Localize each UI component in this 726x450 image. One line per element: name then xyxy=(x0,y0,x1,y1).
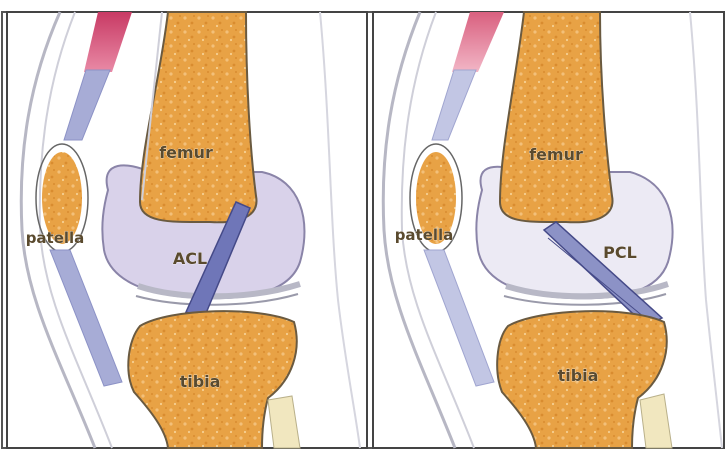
fibula-bone xyxy=(640,394,672,448)
label-patella: patella xyxy=(395,226,454,244)
skin-outline-back xyxy=(690,12,722,448)
label-femur: femur xyxy=(529,145,583,164)
patellar-tendon xyxy=(424,250,494,386)
label-ligament: ACL xyxy=(173,249,207,268)
quadriceps-tendon xyxy=(432,70,476,140)
panel-pcl: femur patella PCL tibia xyxy=(373,12,724,448)
femur-bone xyxy=(140,12,257,222)
quadriceps-tendon xyxy=(64,70,110,140)
label-tibia: tibia xyxy=(558,366,599,385)
label-ligament: PCL xyxy=(603,243,637,262)
quadriceps-muscle xyxy=(84,12,132,72)
fibula-bone xyxy=(268,396,300,448)
skin-outline-back xyxy=(320,12,360,448)
femur-bone xyxy=(500,12,613,222)
label-patella: patella xyxy=(26,229,85,247)
label-tibia: tibia xyxy=(180,372,221,391)
label-femur: femur xyxy=(159,143,213,162)
quadriceps-muscle xyxy=(452,12,504,72)
panel-acl: femur patella ACL tibia xyxy=(7,12,367,448)
